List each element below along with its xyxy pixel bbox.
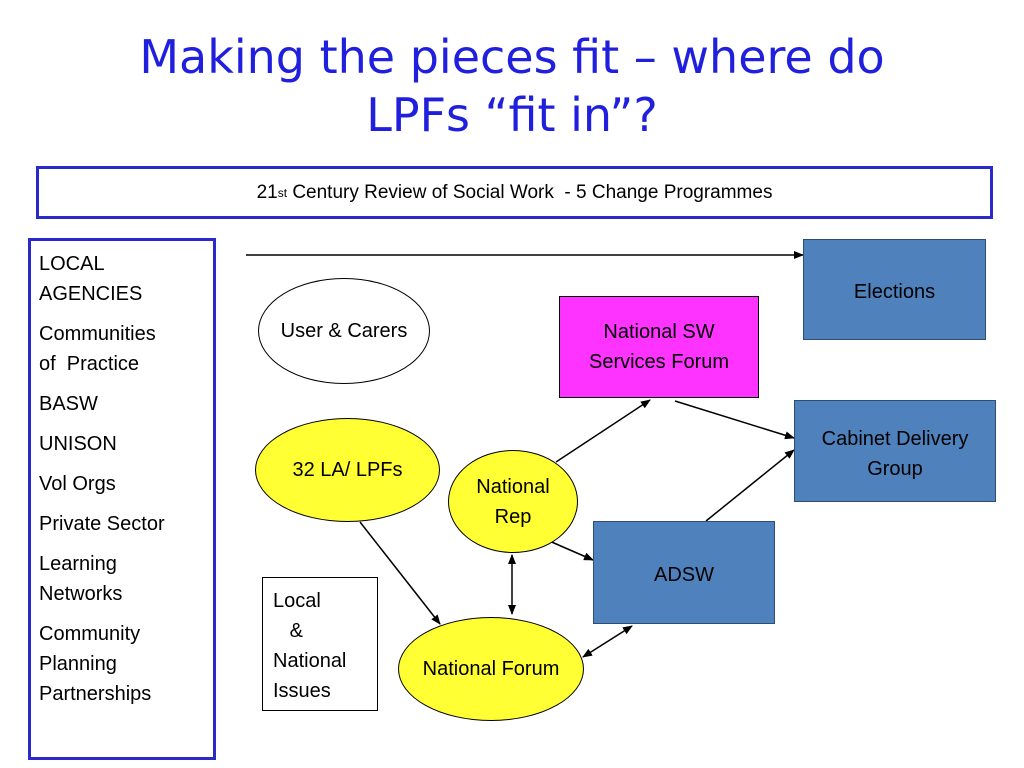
- list-item-unison: UNISON: [39, 429, 205, 459]
- list-item-line: UNISON: [39, 433, 117, 455]
- arrow-rep-to-sw-forum: [555, 399, 651, 463]
- arrow-lpfs-to-forum: [359, 521, 441, 625]
- national-rep-node: National Rep: [448, 450, 578, 553]
- list-item-local-agencies: LOCAL AGENCIES: [39, 249, 205, 309]
- list-item-line: Community: [39, 623, 141, 645]
- issues-line-3: National: [273, 650, 347, 672]
- users-carers-label: User & Carers: [280, 320, 408, 342]
- adsw-label: ADSW: [654, 564, 714, 586]
- users-carers-node: User & Carers: [258, 278, 430, 384]
- issues-line-1: Local: [273, 590, 321, 612]
- la-lpfs-node: 32 LA/ LPFs: [255, 418, 440, 522]
- list-item-line: Partnerships: [39, 683, 152, 705]
- national-rep-line-1: National: [476, 475, 550, 498]
- elections-label: Elections: [853, 281, 936, 303]
- page-title: Making the pieces fit – where do LPFs “f…: [40, 28, 984, 144]
- list-item-basw: BASW: [39, 389, 205, 419]
- list-item-private-sector: Private Sector: [39, 509, 205, 539]
- banner-prefix: 21: [256, 181, 278, 203]
- arrow-rep-to-adsw: [546, 539, 594, 561]
- national-sw-line-1: National SW: [603, 321, 715, 343]
- national-rep-line-2: Rep: [494, 505, 532, 528]
- list-item-line: BASW: [39, 393, 98, 415]
- list-item-vol-orgs: Vol Orgs: [39, 469, 205, 499]
- list-item-line: Communities: [39, 323, 156, 345]
- banner-text: Century Review of Social Work - 5 Change…: [287, 181, 773, 203]
- list-item-line: Vol Orgs: [39, 473, 116, 495]
- list-item-communities: Communities of Practice: [39, 319, 205, 379]
- list-item-line: Networks: [39, 583, 123, 605]
- list-item-line: AGENCIES: [39, 283, 143, 305]
- banner-superscript: st: [277, 185, 288, 200]
- issues-line-4: Issues: [273, 680, 331, 702]
- cabinet-line-1: Cabinet Delivery: [821, 428, 969, 450]
- issues-line-2: &: [273, 620, 304, 642]
- title-line-1: Making the pieces fit – where do: [139, 30, 885, 84]
- arrow-forum-adsw-double: [582, 625, 633, 658]
- cabinet-delivery-node: Cabinet Delivery Group: [794, 400, 996, 502]
- list-item-community-planning: Community Planning Partnerships: [39, 619, 205, 709]
- national-sw-line-2: Services Forum: [588, 351, 730, 373]
- local-national-issues-box: Local & National Issues: [262, 577, 378, 711]
- list-item-learning-networks: Learning Networks: [39, 549, 205, 609]
- la-lpfs-label: 32 LA/ LPFs: [292, 459, 403, 481]
- title-line-2: LPFs “fit in”?: [366, 88, 658, 142]
- list-item-line: Planning: [39, 653, 117, 675]
- list-item-line: Learning: [39, 553, 117, 575]
- arrow-sw-forum-to-cabinet: [674, 400, 795, 440]
- elections-node: Elections: [803, 239, 986, 340]
- cabinet-line-2: Group: [867, 458, 923, 480]
- national-sw-forum-node: National SW Services Forum: [559, 296, 759, 398]
- list-item-line: LOCAL: [39, 253, 105, 275]
- local-agencies-box: LOCAL AGENCIES Communities of Practice B…: [28, 238, 216, 760]
- national-forum-label: National Forum: [422, 658, 560, 680]
- arrow-adsw-to-cabinet: [705, 449, 795, 522]
- adsw-node: ADSW: [593, 521, 775, 624]
- list-item-line: Private Sector: [39, 513, 165, 535]
- national-forum-node: National Forum: [398, 617, 584, 721]
- list-item-line: of Practice: [39, 353, 140, 375]
